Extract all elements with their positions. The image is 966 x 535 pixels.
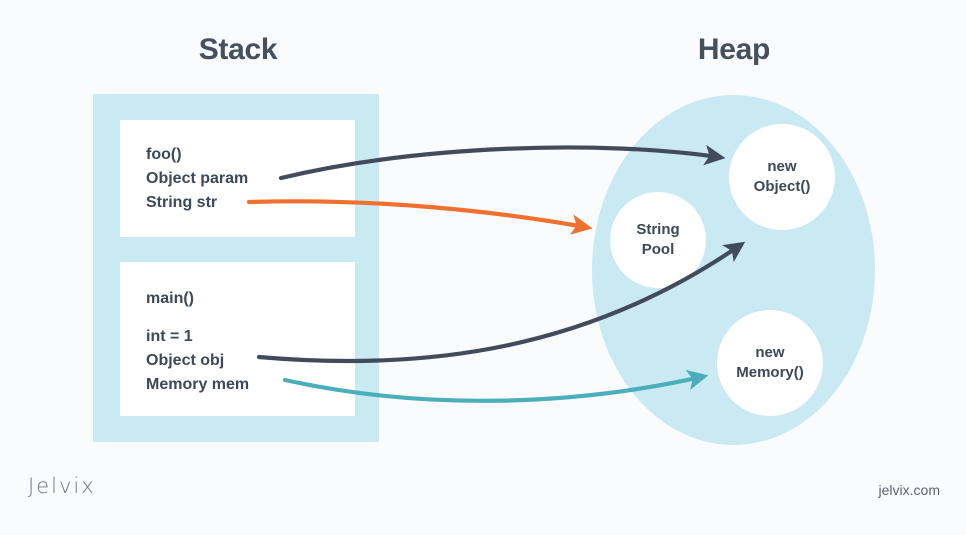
stack-line-main-2: Object obj — [146, 352, 225, 369]
stack-line-foo-1: Object param — [146, 170, 249, 187]
stack-region: foo() Object param String str main() int… — [93, 94, 379, 442]
stack-line-main-1: int = 1 — [146, 328, 193, 345]
stack-line-spacer — [146, 311, 249, 325]
stack-frame-foo-lines: foo() Object param String str — [146, 143, 248, 215]
heap-title: Heap — [697, 33, 771, 66]
stack-frame-main: main() int = 1 Object obj Memory mem — [120, 262, 355, 416]
stack-title: Stack — [198, 33, 278, 66]
stack-line-main-0: main() — [146, 290, 194, 307]
stack-frame-main-lines: main() int = 1 Object obj Memory mem — [146, 287, 249, 397]
jelvix-url: jelvix.com — [878, 482, 940, 498]
stack-line-foo-0: foo() — [146, 146, 182, 163]
stack-line-main-3: Memory mem — [146, 376, 250, 393]
stack-line-foo-2: String str — [146, 194, 218, 211]
stack-frame-foo: foo() Object param String str — [120, 120, 355, 237]
jelvix-logo: Jelvix — [28, 474, 96, 498]
